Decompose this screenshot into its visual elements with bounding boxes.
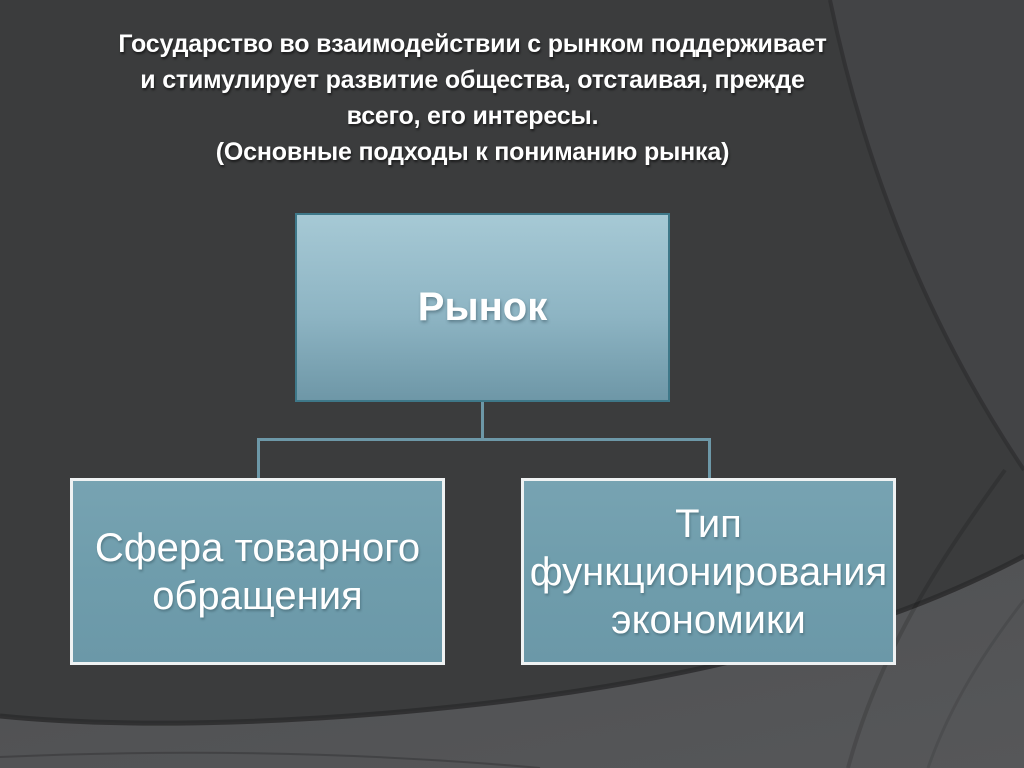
slide-title-line: Государство во взаимодействии с рынком п… — [118, 30, 827, 58]
connector-right-down — [708, 439, 711, 478]
diagram-node-commodity-sphere: Сфера товарного обращения — [70, 478, 445, 665]
slide-title: Государство во взаимодействии с рынком п… — [20, 26, 925, 170]
diagram-node-economy-type: Тип функционирования экономики — [521, 478, 896, 665]
diagram-node-commodity-sphere-label: Сфера товарного обращения — [94, 525, 421, 618]
connector-left-down — [257, 439, 260, 478]
slide-title-line: и стимулирует развитие общества, отстаив… — [140, 66, 805, 94]
connector-root-down — [481, 402, 484, 439]
slide-title-line: всего, его интересы. — [346, 102, 599, 130]
diagram-node-market-label: Рынок — [417, 285, 548, 329]
connector-horizontal — [257, 438, 711, 441]
slide-title-line: (Основные подходы к пониманию рынка) — [215, 138, 730, 166]
diagram-node-market: Рынок — [295, 213, 670, 402]
diagram-node-economy-type-label: Тип функционирования экономики — [529, 501, 888, 642]
